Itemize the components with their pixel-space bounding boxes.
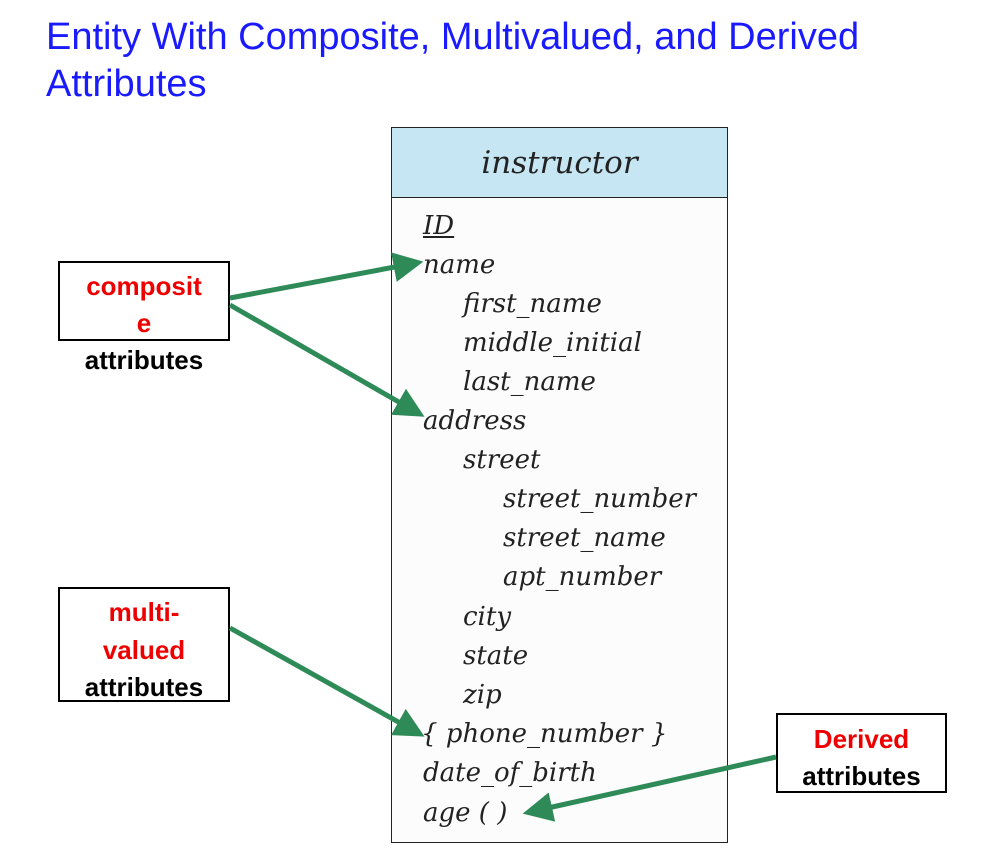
instructor-entity-box: instructor xyxy=(391,127,728,843)
attr-last-name: last_name xyxy=(463,367,596,397)
arrow-composite-to-address xyxy=(228,302,425,417)
composite-label-box xyxy=(58,261,230,341)
attr-age: age ( ) xyxy=(423,798,508,828)
attr-street-name: street_name xyxy=(503,523,666,553)
attr-state: state xyxy=(463,641,529,671)
multivalued-label-line3: attributes xyxy=(84,672,204,702)
arrow-multivalued-to-phone xyxy=(228,625,425,737)
attr-name: name xyxy=(423,250,496,280)
attr-date-of-birth: date_of_birth xyxy=(423,758,597,788)
derived-label-box xyxy=(776,713,947,793)
attr-address: address xyxy=(423,406,527,436)
multivalued-label-line2: valued xyxy=(102,635,186,665)
composite-label-line1: composit xyxy=(86,271,202,301)
composite-label-line2: e xyxy=(136,308,152,338)
attr-phone-number: { phone_number } xyxy=(421,719,668,749)
slide-title: Entity With Composite, Multivalued, and … xyxy=(46,16,860,105)
attr-apt-number: apt_number xyxy=(503,562,662,592)
attr-first-name: first_name xyxy=(463,289,602,319)
derived-label-line2: attributes xyxy=(802,761,921,791)
attr-zip: zip xyxy=(463,680,502,710)
attr-street: street xyxy=(463,445,541,475)
entity-name: instructor xyxy=(392,128,727,198)
composite-label-line3: attributes xyxy=(84,345,204,375)
attr-city: city xyxy=(463,602,512,632)
attr-street-number: street_number xyxy=(503,484,697,514)
derived-label-line1: Derived xyxy=(813,724,910,754)
multivalued-label-box xyxy=(58,587,230,702)
multivalued-label-line1: multi- xyxy=(108,597,180,627)
arrow-composite-to-name xyxy=(229,252,424,301)
attr-middle-initial: middle_initial xyxy=(463,328,642,358)
attr-id: ID xyxy=(423,211,455,241)
